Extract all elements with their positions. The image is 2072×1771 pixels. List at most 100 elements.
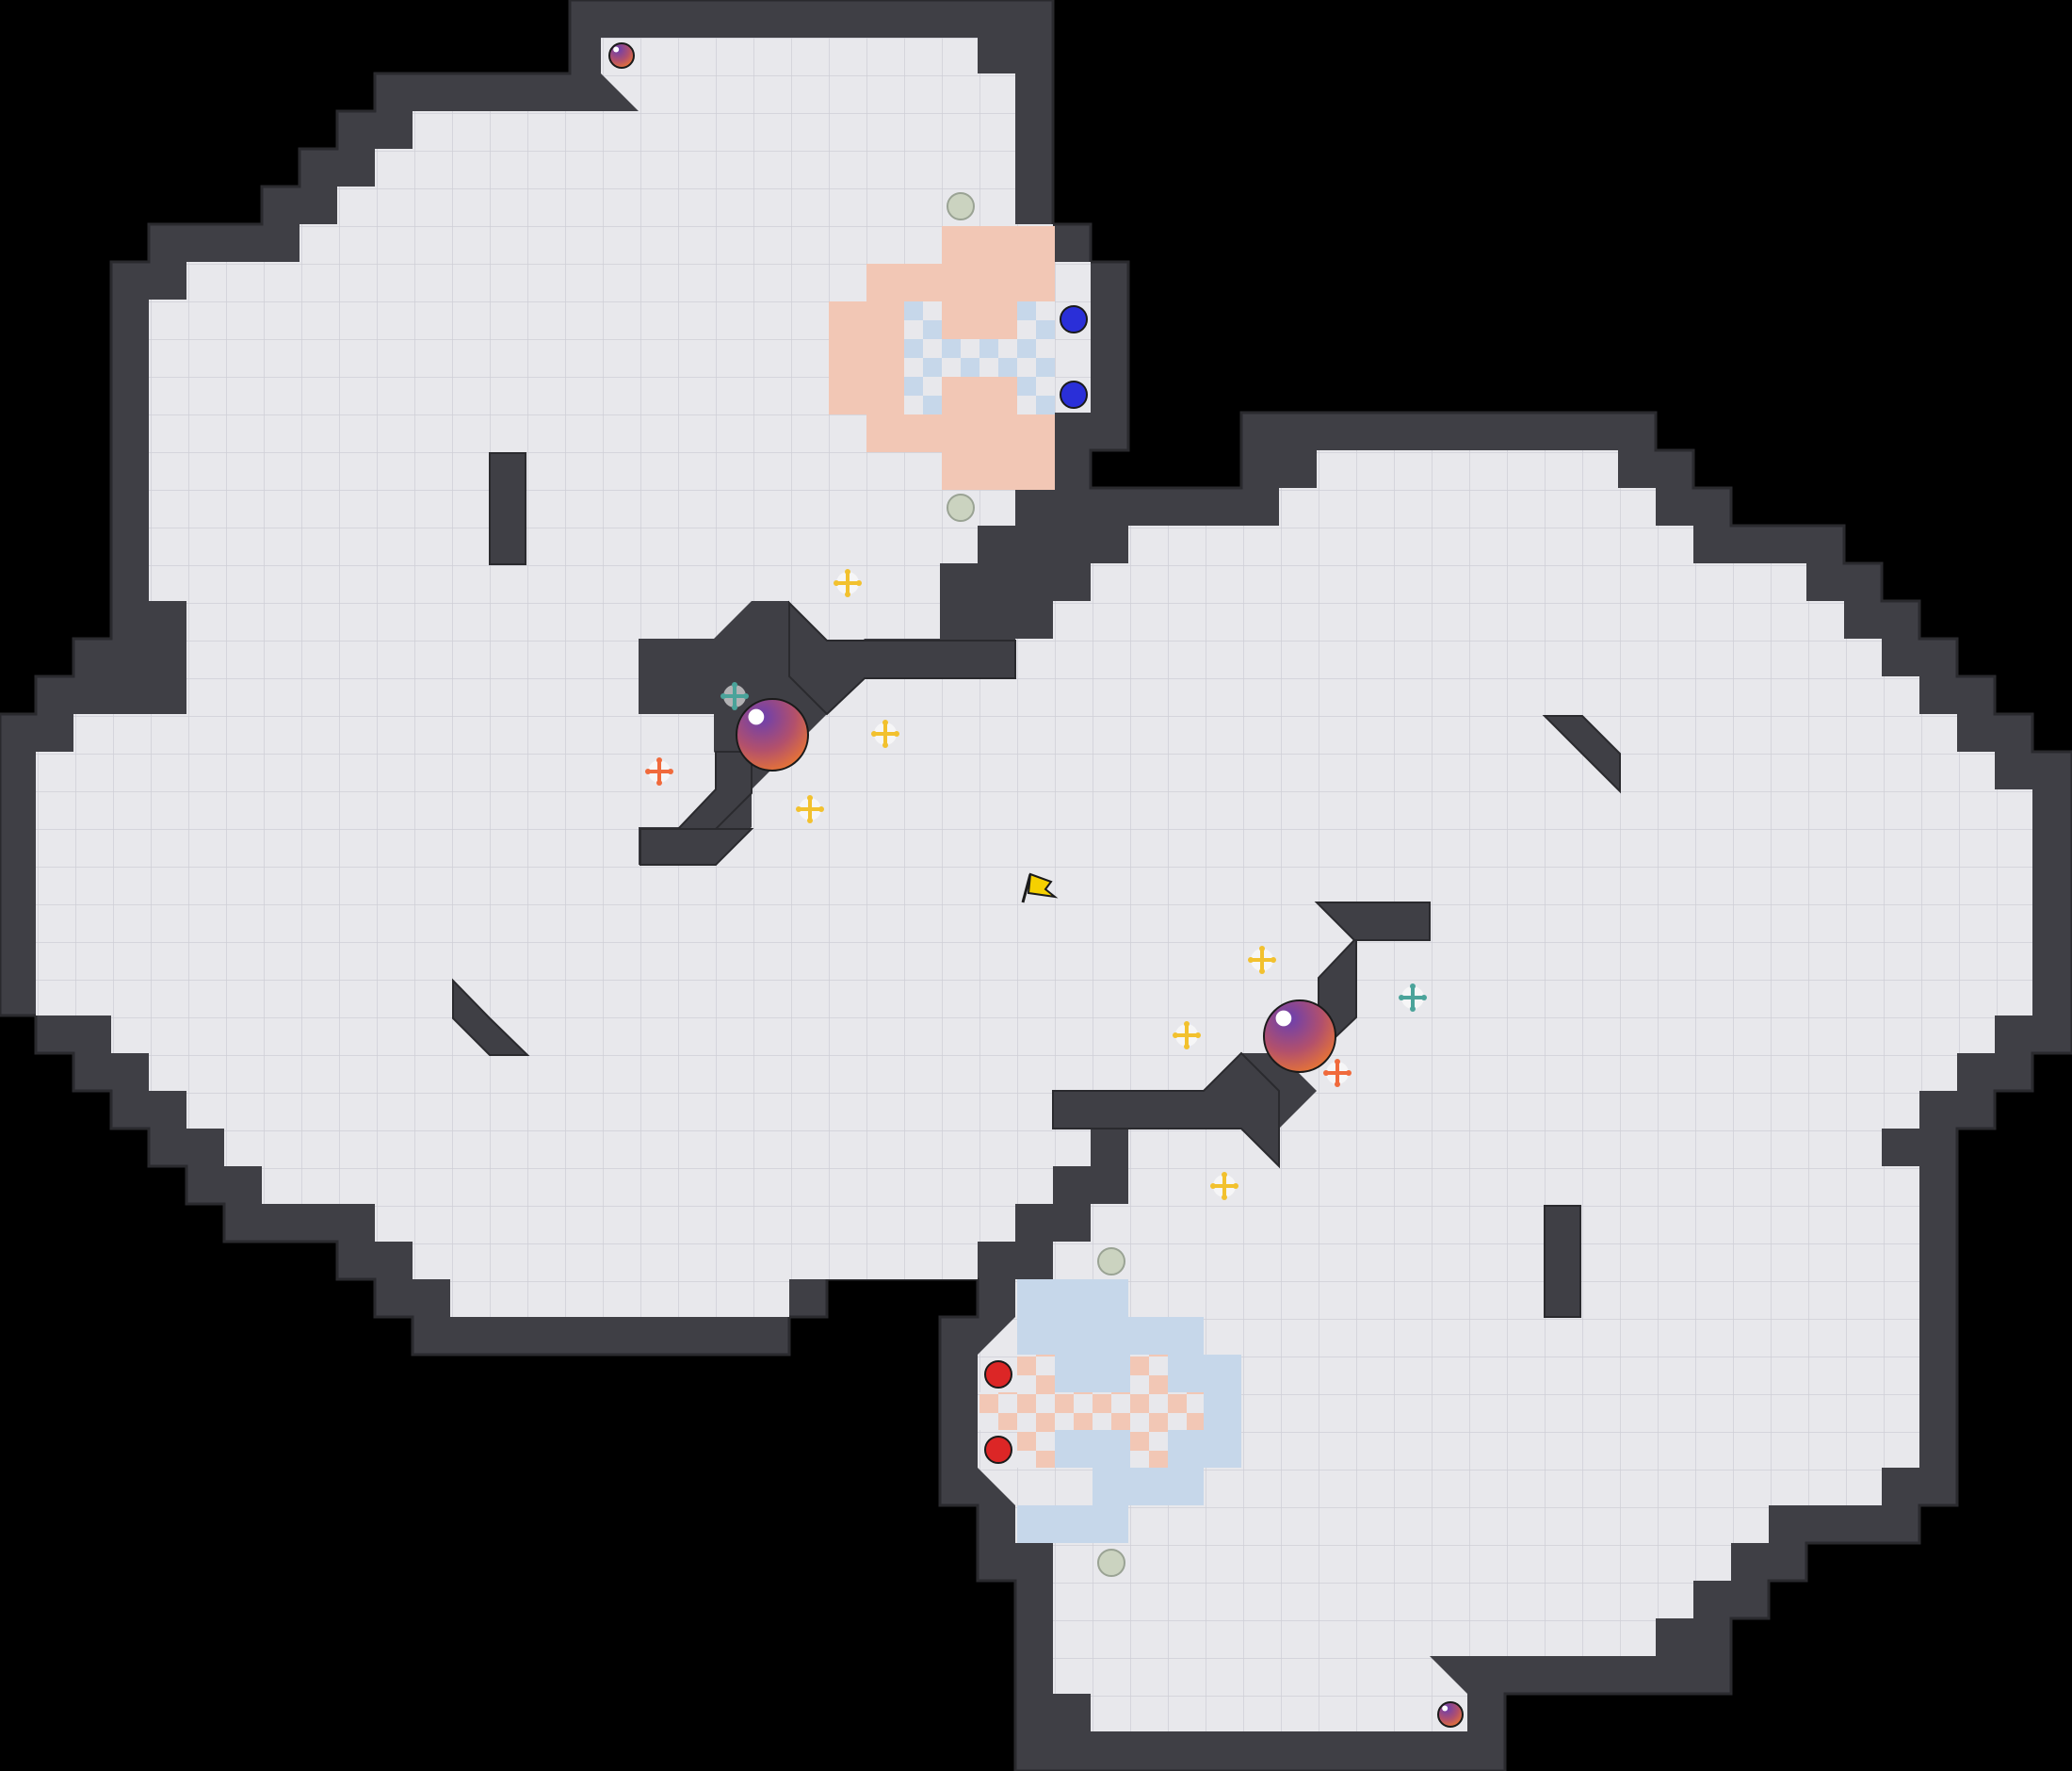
floor xyxy=(36,38,2032,1731)
pickup-teal-2 xyxy=(1399,983,1427,1012)
map-entities xyxy=(608,42,1464,1728)
zone-checker-south-2 xyxy=(1130,1355,1168,1468)
team-zones xyxy=(829,226,1241,1543)
large-orb-1 xyxy=(736,698,809,772)
l-wall-east-center xyxy=(1314,902,1431,1056)
flag-icon xyxy=(1021,872,1059,903)
pickup-yellow-2-tip-0 xyxy=(871,731,877,737)
diagonal-wall-west xyxy=(452,978,530,1056)
small-orb-2-shine xyxy=(1442,1705,1449,1712)
neutral-point-2 xyxy=(947,494,975,522)
ramp-wall-north xyxy=(788,600,1016,716)
large-orb-2-body xyxy=(1263,999,1336,1073)
pickup-yellow-4-tip-0 xyxy=(1248,957,1254,963)
floor-main-area xyxy=(36,450,2032,1731)
zone-cell-south-3 xyxy=(1093,1468,1204,1505)
small-orb-1-shine xyxy=(613,46,620,53)
blue-spawn-1 xyxy=(1060,305,1088,333)
pickup-yellow-3 xyxy=(796,795,824,823)
pickup-yellow-1-tip-0 xyxy=(834,580,839,586)
pickup-yellow-6-tip-2 xyxy=(1222,1172,1227,1178)
pickup-teal-2-tip-3 xyxy=(1410,1006,1416,1012)
pickup-yellow-4-tip-2 xyxy=(1259,946,1265,951)
pickup-yellow-5-tip-0 xyxy=(1173,1032,1178,1038)
pickup-orange-1-tip-2 xyxy=(656,757,662,763)
flag-cloth xyxy=(1027,872,1059,899)
pickup-yellow-2-tip-2 xyxy=(882,720,888,725)
zone-checker-north-2 xyxy=(1017,301,1055,414)
pickup-orange-2-tip-1 xyxy=(1346,1070,1352,1076)
red-spawn-1 xyxy=(984,1360,1012,1389)
pickup-orange-1-tip-0 xyxy=(645,769,651,774)
pickup-yellow-4 xyxy=(1248,946,1276,974)
pickup-yellow-1-tip-1 xyxy=(856,580,862,586)
neutral-point-3 xyxy=(1097,1247,1125,1275)
pillar-north xyxy=(489,452,526,565)
neutral-point-1 xyxy=(947,192,975,220)
pickup-yellow-5-tip-1 xyxy=(1195,1032,1201,1038)
large-orb-2-shine xyxy=(1275,1010,1292,1027)
pickup-yellow-3-tip-0 xyxy=(796,806,801,812)
pickup-teal-1 xyxy=(720,682,749,710)
pickup-orange-1 xyxy=(645,757,673,786)
pickup-orange-1-tip-1 xyxy=(668,769,673,774)
pickup-yellow-3-tip-2 xyxy=(807,795,813,801)
zone-cell-north-0 xyxy=(942,226,1055,264)
zone-checker-south-0 xyxy=(979,1392,1204,1430)
pickup-yellow-6-tip-3 xyxy=(1222,1194,1227,1200)
small-orb-1 xyxy=(608,42,635,69)
zone-checker-north-0 xyxy=(904,301,942,377)
pickup-yellow-2-tip-3 xyxy=(882,742,888,748)
large-orb-1-body xyxy=(736,698,809,772)
pickup-yellow-3-tip-1 xyxy=(818,806,824,812)
pickup-yellow-4-tip-3 xyxy=(1259,968,1265,974)
pickup-orange-2 xyxy=(1323,1059,1352,1087)
large-orb-2 xyxy=(1263,999,1336,1073)
zone-cell-south-0 xyxy=(1017,1279,1128,1317)
floor-north-room xyxy=(149,38,1091,676)
pickup-yellow-5-tip-2 xyxy=(1184,1021,1190,1027)
pickup-teal-2-tip-2 xyxy=(1410,983,1416,989)
interior-walls xyxy=(452,452,1621,1318)
small-orb-2-body xyxy=(1437,1701,1464,1728)
large-orb-1-shine xyxy=(748,708,765,725)
pickup-yellow-6-tip-1 xyxy=(1233,1183,1238,1189)
ramp-wall-south xyxy=(1052,1051,1280,1169)
pickup-teal-2-tip-0 xyxy=(1399,995,1404,1000)
pickup-yellow-1-tip-2 xyxy=(845,569,850,575)
pickup-yellow-2 xyxy=(871,720,899,748)
pickup-yellow-2-tip-1 xyxy=(894,731,899,737)
zone-checker-north-3 xyxy=(904,377,942,414)
zone-cell-south-1 xyxy=(1017,1317,1204,1355)
zone-checker-south-1 xyxy=(1017,1355,1055,1468)
small-orb-1-body xyxy=(608,42,635,69)
zone-cell-north-1 xyxy=(866,264,1055,301)
pickup-orange-1-tip-3 xyxy=(656,780,662,786)
pickup-yellow-6 xyxy=(1210,1172,1238,1200)
pickup-yellow-5-tip-3 xyxy=(1184,1044,1190,1049)
pillar-south xyxy=(1544,1205,1581,1318)
zone-cell-south-4 xyxy=(1017,1505,1128,1543)
pickup-yellow-6-tip-0 xyxy=(1210,1183,1216,1189)
blue-spawn-2 xyxy=(1060,381,1088,409)
pickup-teal-2-tip-1 xyxy=(1421,995,1427,1000)
zone-cell-north-5 xyxy=(942,452,1055,490)
pickup-teal-1-tip-1 xyxy=(743,693,749,699)
pickup-orange-2-tip-3 xyxy=(1335,1081,1340,1087)
pickup-yellow-1 xyxy=(834,569,862,597)
red-spawn-2 xyxy=(984,1436,1012,1464)
diagonal-wall-east xyxy=(1542,715,1621,794)
pickup-yellow-3-tip-3 xyxy=(807,818,813,823)
pickup-yellow-5 xyxy=(1173,1021,1201,1049)
pickup-orange-2-tip-0 xyxy=(1323,1070,1329,1076)
pickup-orange-2-tip-2 xyxy=(1335,1059,1340,1064)
pickup-yellow-4-tip-1 xyxy=(1271,957,1276,963)
small-orb-2 xyxy=(1437,1701,1464,1728)
l-wall-west-center xyxy=(639,751,754,866)
pickup-yellow-1-tip-3 xyxy=(845,592,850,597)
pickup-teal-1-tip-0 xyxy=(720,693,726,699)
pickup-teal-1-tip-2 xyxy=(732,682,737,688)
neutral-point-4 xyxy=(1097,1549,1125,1577)
